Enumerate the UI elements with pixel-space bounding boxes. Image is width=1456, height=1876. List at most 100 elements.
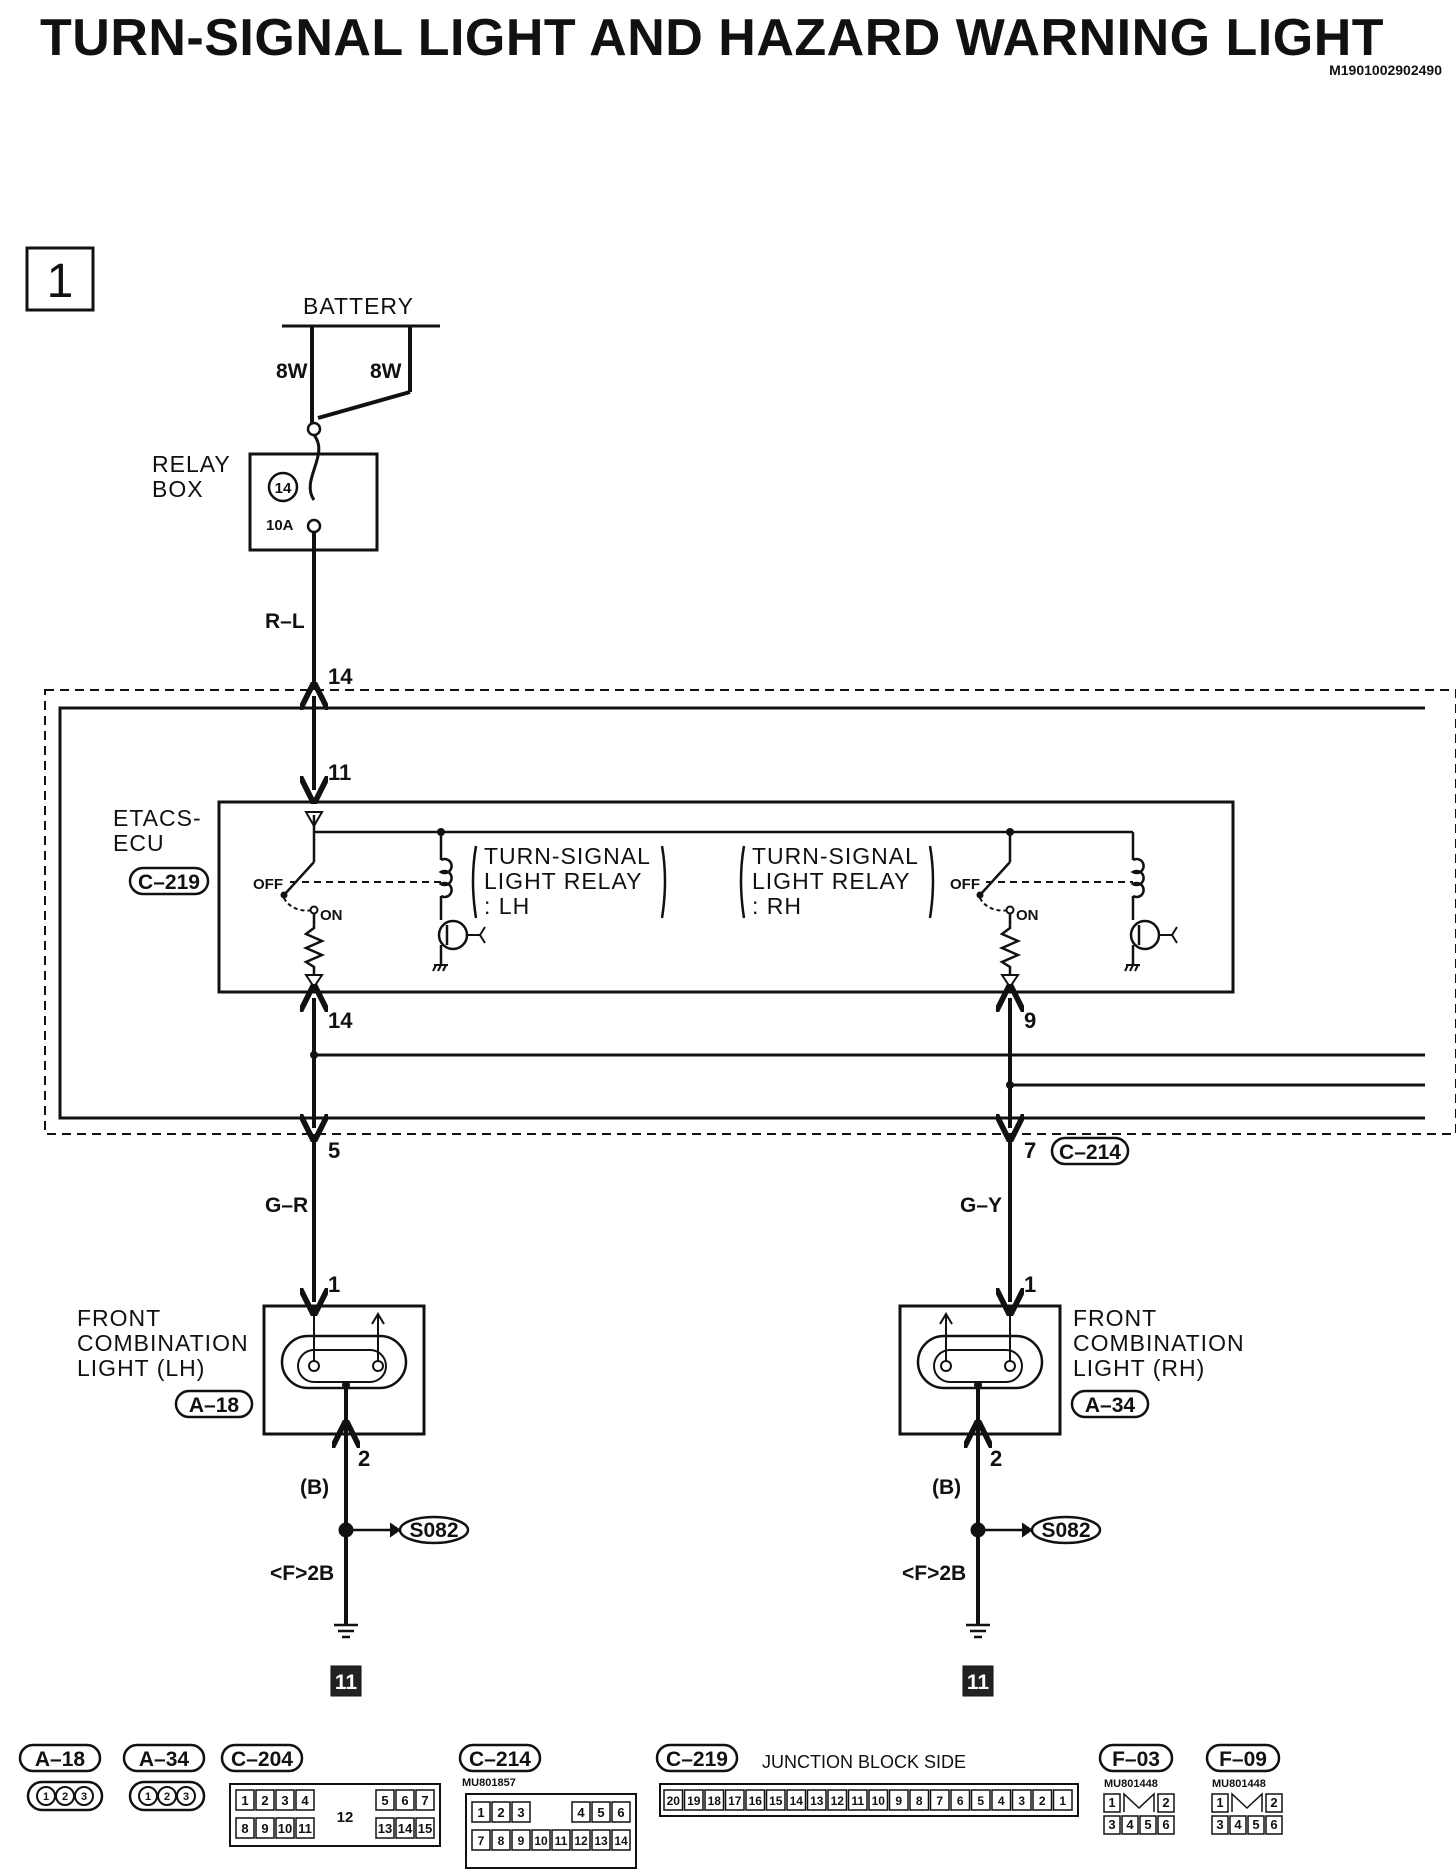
lh-relay-coil-icon xyxy=(438,857,453,899)
c214-pin: 6 xyxy=(617,1805,624,1820)
a18-pin-2: 2 xyxy=(62,1791,68,1803)
battery: BATTERY 8W 8W xyxy=(276,293,440,424)
f03-cell xyxy=(1103,1815,1121,1835)
c219-pin: 6 xyxy=(957,1794,964,1808)
rh-relay-coil-icon xyxy=(1130,857,1145,899)
c204-pin: 14 xyxy=(398,1821,413,1836)
c204-pin: 15 xyxy=(418,1821,432,1836)
c219-pin: 9 xyxy=(895,1794,902,1808)
lh-transistor-icon xyxy=(437,919,469,951)
c219-pin: 4 xyxy=(998,1794,1005,1808)
c219-pin: 2 xyxy=(1039,1794,1046,1808)
pin-9-ecu-out: 9 xyxy=(1024,1008,1036,1033)
lamp-rh-label-2: COMBINATION xyxy=(1073,1330,1245,1356)
f03-part-number: MU801448 xyxy=(1104,1778,1158,1790)
c204-cell xyxy=(235,1789,255,1811)
c204-pin: 1 xyxy=(241,1793,248,1808)
rh-on-label: ON xyxy=(1016,907,1039,924)
c204-pin: 11 xyxy=(298,1821,312,1836)
c214-pin: 1 xyxy=(477,1805,484,1820)
rh-transistor-icon xyxy=(1129,919,1161,951)
c219-pin: 3 xyxy=(1018,1794,1025,1808)
connector-a34: A–34 1 2 3 xyxy=(122,1743,206,1812)
c219-cell xyxy=(888,1789,909,1811)
f09-pin: 2 xyxy=(1270,1795,1277,1810)
f09-pin: 3 xyxy=(1216,1817,1223,1832)
pin-14-ecu-out: 14 xyxy=(328,1008,353,1033)
f03-pin: 2 xyxy=(1162,1795,1169,1810)
c219-pin: 10 xyxy=(872,1794,886,1808)
f09-pin: 1 xyxy=(1216,1795,1223,1810)
c204-cell xyxy=(255,1789,275,1811)
lamp-rh-pin-in: 1 xyxy=(1024,1272,1036,1297)
c204-pin: 10 xyxy=(278,1821,292,1836)
c219-pin: 1 xyxy=(1059,1794,1066,1808)
c219-cell xyxy=(1052,1789,1073,1811)
c204-cell xyxy=(395,1789,415,1811)
battery-wire-left: 8W xyxy=(276,360,308,383)
a18-pin-3: 3 xyxy=(81,1791,87,1803)
battery-wire-right: 8W xyxy=(370,360,402,383)
c219-pin: 15 xyxy=(769,1794,783,1808)
lamp-rh-label-3: LIGHT (RH) xyxy=(1073,1355,1205,1381)
c219-pin: 20 xyxy=(667,1794,681,1808)
connector-c219-label: C–219 xyxy=(666,1748,728,1771)
junction-block-outline xyxy=(44,689,1456,1135)
document-id: M1901002902490 xyxy=(1329,62,1442,78)
f09-cell xyxy=(1265,1815,1283,1835)
f09-cell xyxy=(1247,1815,1265,1835)
c219-cell xyxy=(765,1789,786,1811)
lamp-rh-circuit: G–Y 1 FRONT COMBINATION LIGHT (RH) A–34 … xyxy=(898,1134,1245,1697)
f03-cell xyxy=(1157,1815,1175,1835)
c219-pin: 17 xyxy=(728,1794,742,1808)
lamp-lh-ground-icon xyxy=(334,1623,358,1639)
pin-11-ecu: 11 xyxy=(328,760,351,785)
c214-pin: 2 xyxy=(497,1805,504,1820)
connector-a18: A–18 1 2 3 xyxy=(18,1743,104,1812)
lamp-lh-label-3: LIGHT (LH) xyxy=(77,1355,205,1381)
c204-pin: 2 xyxy=(261,1793,268,1808)
c219-pin: 11 xyxy=(851,1794,864,1808)
f03-pin: 5 xyxy=(1144,1817,1151,1832)
latch-icon xyxy=(1231,1792,1263,1812)
relay-box-label-1: RELAY xyxy=(152,451,231,477)
c219-pin: 5 xyxy=(977,1794,984,1808)
c204-pin: 3 xyxy=(281,1793,288,1808)
f03-cell xyxy=(1139,1815,1157,1835)
c219-cell xyxy=(827,1789,848,1811)
c214-pin: 7 xyxy=(478,1834,485,1848)
c214-part-number: MU801857 xyxy=(462,1777,516,1789)
c219-pin: 18 xyxy=(708,1794,722,1808)
c219-pin: 14 xyxy=(790,1794,804,1808)
c214-cell xyxy=(491,1829,511,1851)
lh-on-label: ON xyxy=(320,907,343,924)
c214-cell xyxy=(511,1801,531,1823)
fuse-number: 14 xyxy=(275,480,292,497)
c204-pin: 4 xyxy=(301,1793,309,1808)
c204-cell xyxy=(375,1817,395,1839)
lh-relay-label-2: LIGHT RELAY xyxy=(484,868,642,894)
c214-pin: 9 xyxy=(518,1834,525,1848)
lamp-lh-ground-wire: (B) xyxy=(300,1476,329,1499)
c214-cell xyxy=(471,1829,491,1851)
f09-part-number: MU801448 xyxy=(1212,1778,1266,1790)
lamp-rh-pin-out: 2 xyxy=(990,1446,1002,1471)
c219-cell xyxy=(847,1789,868,1811)
lamp-rh-ground-icon xyxy=(966,1623,990,1639)
c219-cell xyxy=(724,1789,745,1811)
lamp-rh-ground-wire: (B) xyxy=(932,1476,961,1499)
c219-pin: 19 xyxy=(687,1794,701,1808)
c214-pin: 13 xyxy=(594,1834,608,1848)
connector-a34-label: A–34 xyxy=(139,1748,190,1771)
f09-cell xyxy=(1211,1793,1229,1813)
c219-pin: 12 xyxy=(831,1794,845,1808)
c214-cell xyxy=(491,1801,511,1823)
ecu-label-2: ECU xyxy=(113,830,165,856)
f03-cell xyxy=(1121,1815,1139,1835)
